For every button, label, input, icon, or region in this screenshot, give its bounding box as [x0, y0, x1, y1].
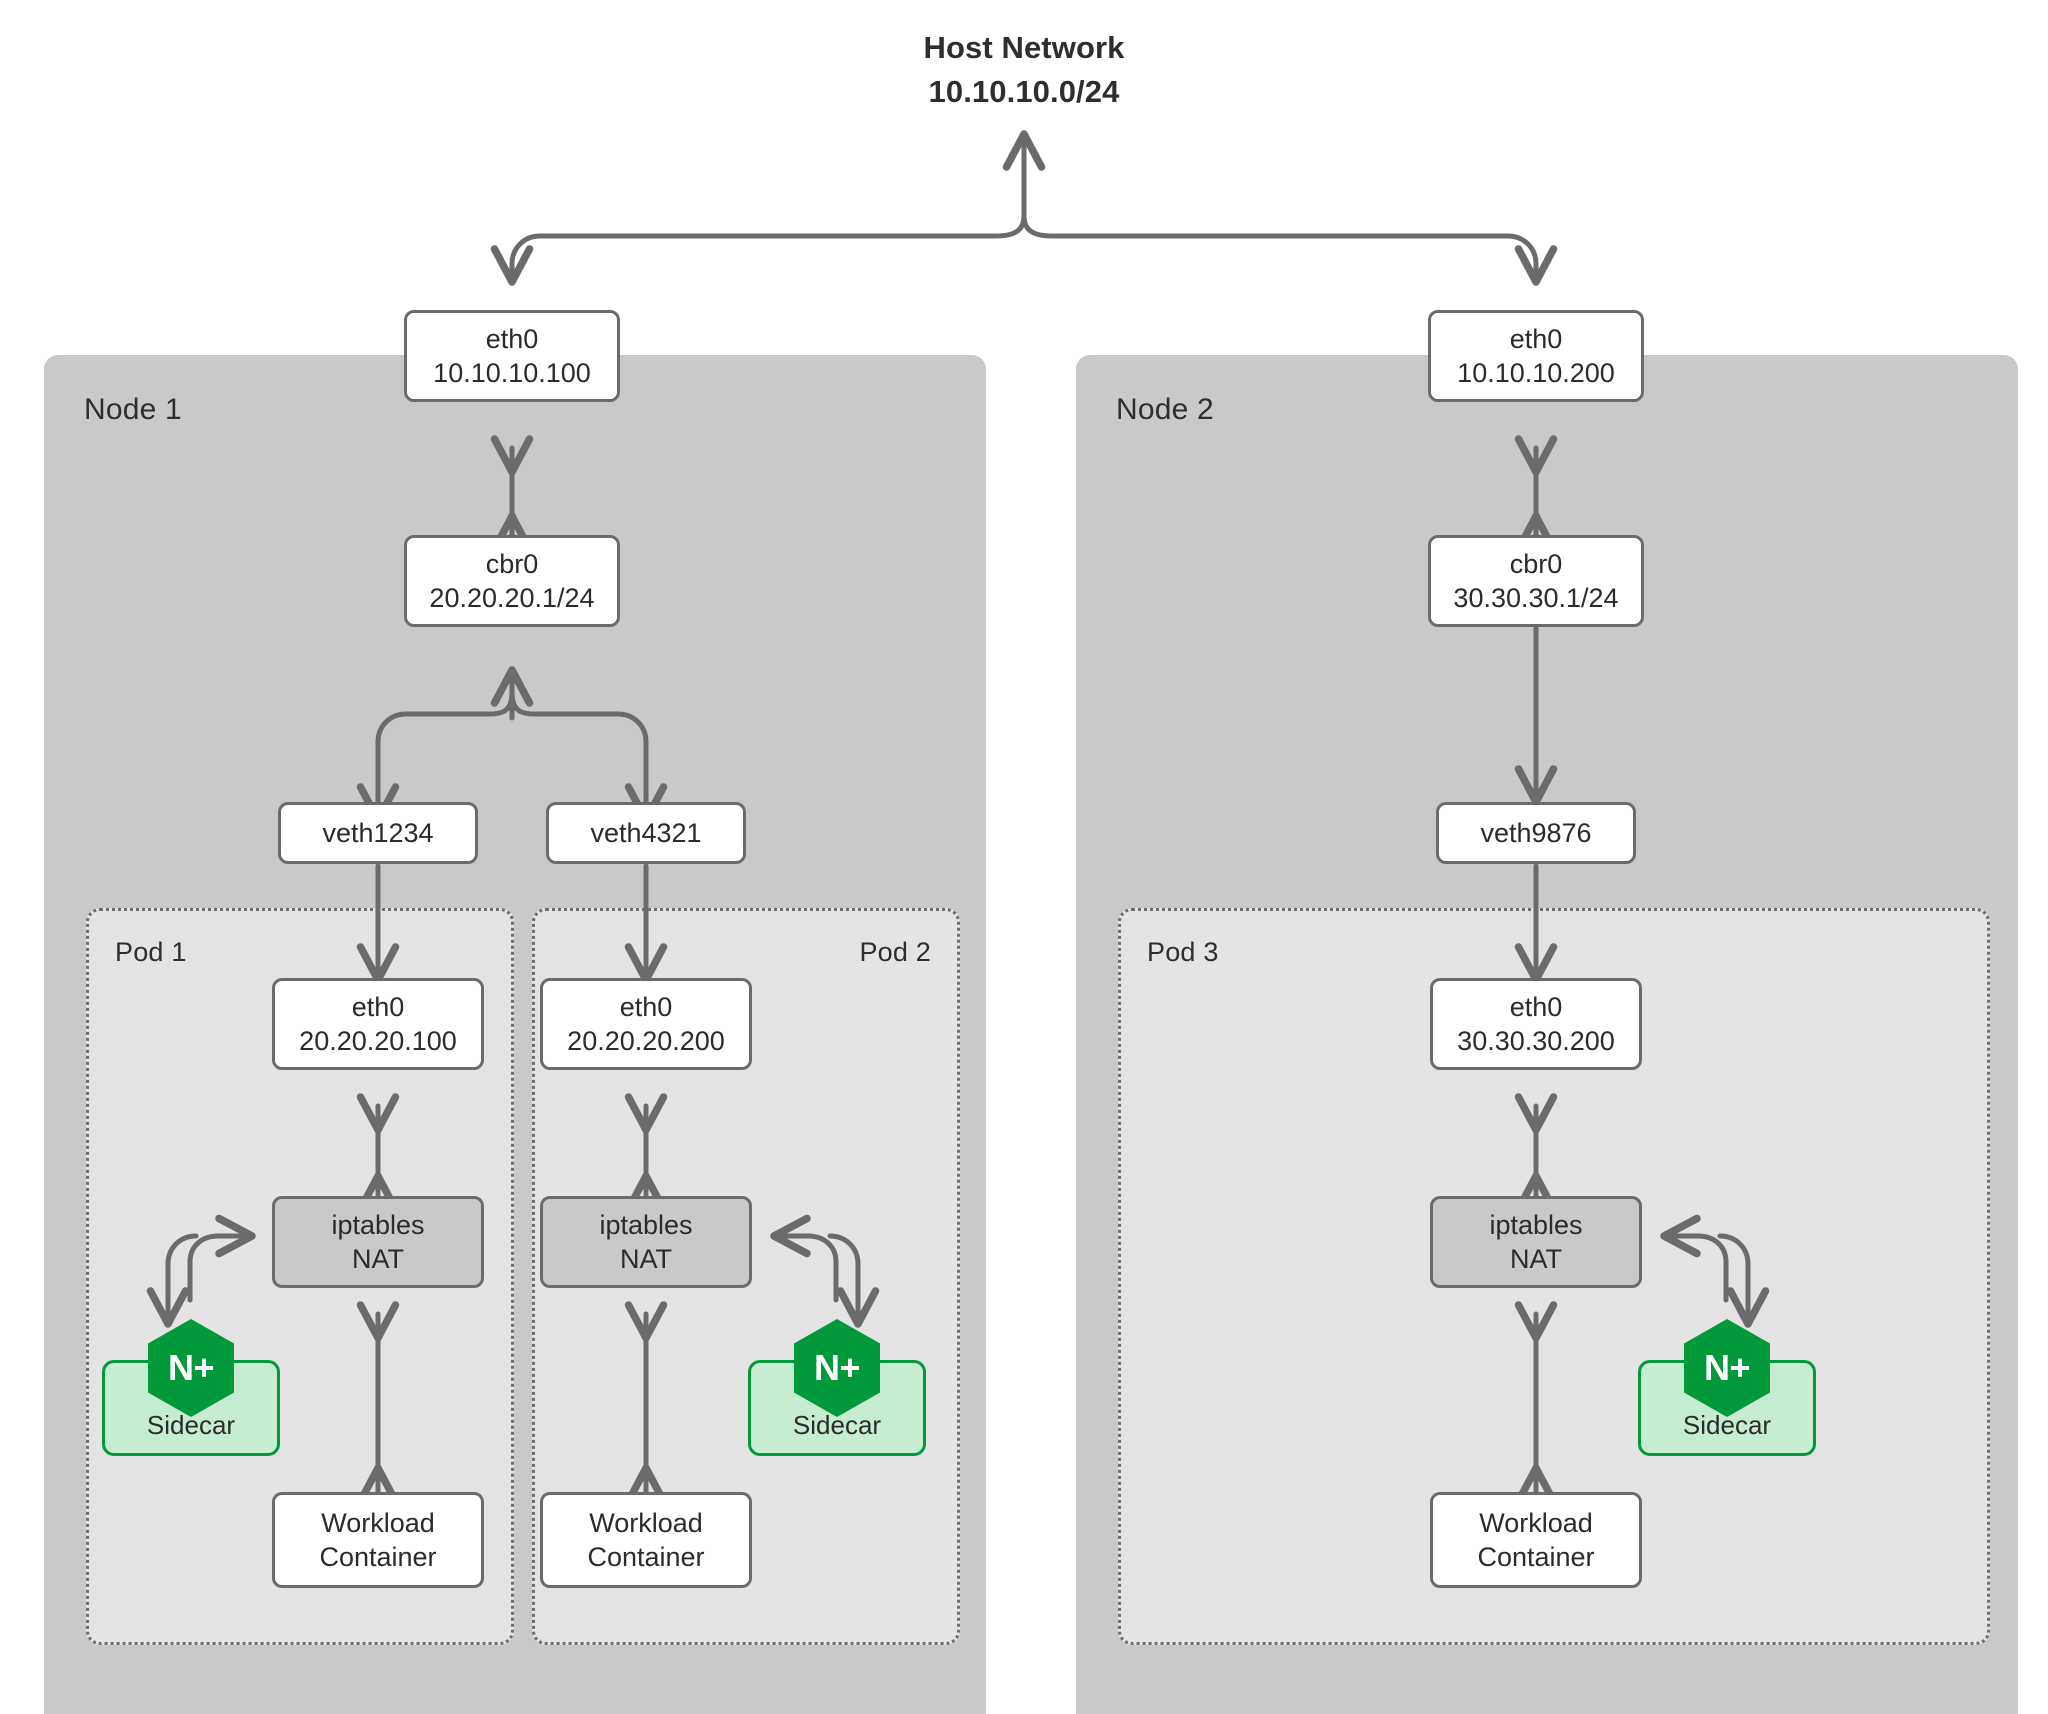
pod1-eth0-ip: 20.20.20.100 — [299, 1026, 457, 1056]
node2-eth0-box[interactable]: eth0 10.10.10.200 — [1428, 310, 1644, 402]
node-label-1: Node 1 — [84, 393, 182, 426]
pod1-eth0-name: eth0 — [351, 991, 405, 1022]
node1-eth0-box[interactable]: eth0 10.10.10.100 — [404, 310, 620, 402]
pod3-workload-container-box[interactable]: Workload Container — [1430, 1492, 1642, 1588]
pod2-workload-container-box[interactable]: Workload Container — [540, 1492, 752, 1588]
node1-cbr0-ip: 20.20.20.1/24 — [429, 583, 595, 613]
pod3-nat-label: NAT — [1510, 1244, 1562, 1274]
node1-veth4321-box[interactable]: veth4321 — [546, 802, 746, 864]
host-network-title: Host Network 10.10.10.0/24 — [0, 26, 2048, 114]
pod3-sidecar-badge-text: N+ — [1703, 1347, 1751, 1388]
pod-label-2: Pod 2 — [859, 937, 931, 967]
pod3-eth0-box[interactable]: eth0 30.30.30.200 — [1430, 978, 1642, 1070]
node2-cbr0-ip: 30.30.30.1/24 — [1453, 583, 1619, 613]
host-network-cidr: 10.10.10.0/24 — [928, 74, 1120, 110]
pod1-sidecar-badge-text: N+ — [167, 1347, 215, 1388]
host-network-name: Host Network — [923, 30, 1125, 65]
pod2-eth0-ip: 20.20.20.200 — [567, 1026, 725, 1056]
pod3-workload-line2: Container — [1477, 1542, 1595, 1572]
node2-eth0-name: eth0 — [1509, 323, 1563, 354]
nginx-plus-hexagon-icon: N+ — [791, 1317, 883, 1419]
pod1-iptables-nat-box[interactable]: iptables NAT — [272, 1196, 484, 1288]
node1-veth1234-label: veth1234 — [322, 817, 434, 848]
pod2-workload-line1: Workload — [589, 1507, 703, 1538]
pod1-workload-line2: Container — [319, 1542, 437, 1572]
pod2-sidecar[interactable]: N+ Sidecar — [748, 1319, 926, 1456]
node1-cbr0-box[interactable]: cbr0 20.20.20.1/24 — [404, 535, 620, 627]
pod1-eth0-box[interactable]: eth0 20.20.20.100 — [272, 978, 484, 1070]
pod2-nat-label: NAT — [620, 1244, 672, 1274]
node2-veth9876-label: veth9876 — [1480, 817, 1592, 848]
node2-cbr0-name: cbr0 — [1509, 548, 1563, 579]
pod3-iptables-label: iptables — [1489, 1209, 1583, 1240]
pod3-eth0-ip: 30.30.30.200 — [1457, 1026, 1615, 1056]
nginx-plus-hexagon-icon: N+ — [145, 1317, 237, 1419]
pod3-sidecar[interactable]: N+ Sidecar — [1638, 1319, 1816, 1456]
node-label-2: Node 2 — [1116, 393, 1214, 426]
pod1-workload-line1: Workload — [321, 1507, 435, 1538]
node2-veth9876-box[interactable]: veth9876 — [1436, 802, 1636, 864]
pod2-eth0-box[interactable]: eth0 20.20.20.200 — [540, 978, 752, 1070]
nginx-plus-hexagon-icon: N+ — [1681, 1317, 1773, 1419]
pod2-sidecar-badge-text: N+ — [813, 1347, 861, 1388]
pod1-workload-container-box[interactable]: Workload Container — [272, 1492, 484, 1588]
pod3-workload-line1: Workload — [1479, 1507, 1593, 1538]
pod2-iptables-label: iptables — [599, 1209, 693, 1240]
pod2-iptables-nat-box[interactable]: iptables NAT — [540, 1196, 752, 1288]
pod-label-3: Pod 3 — [1147, 937, 1219, 967]
pod1-iptables-label: iptables — [331, 1209, 425, 1240]
pod-label-1: Pod 1 — [115, 937, 187, 967]
node2-cbr0-box[interactable]: cbr0 30.30.30.1/24 — [1428, 535, 1644, 627]
pod1-nat-label: NAT — [352, 1244, 404, 1274]
pod2-eth0-name: eth0 — [619, 991, 673, 1022]
pod2-workload-line2: Container — [587, 1542, 705, 1572]
node2-eth0-ip: 10.10.10.200 — [1457, 358, 1615, 388]
pod3-eth0-name: eth0 — [1509, 991, 1563, 1022]
node1-eth0-name: eth0 — [485, 323, 539, 354]
node1-veth4321-label: veth4321 — [590, 817, 702, 848]
node1-veth1234-box[interactable]: veth1234 — [278, 802, 478, 864]
node1-eth0-ip: 10.10.10.100 — [433, 358, 591, 388]
pod3-iptables-nat-box[interactable]: iptables NAT — [1430, 1196, 1642, 1288]
node1-cbr0-name: cbr0 — [485, 548, 539, 579]
pod1-sidecar[interactable]: N+ Sidecar — [102, 1319, 280, 1456]
